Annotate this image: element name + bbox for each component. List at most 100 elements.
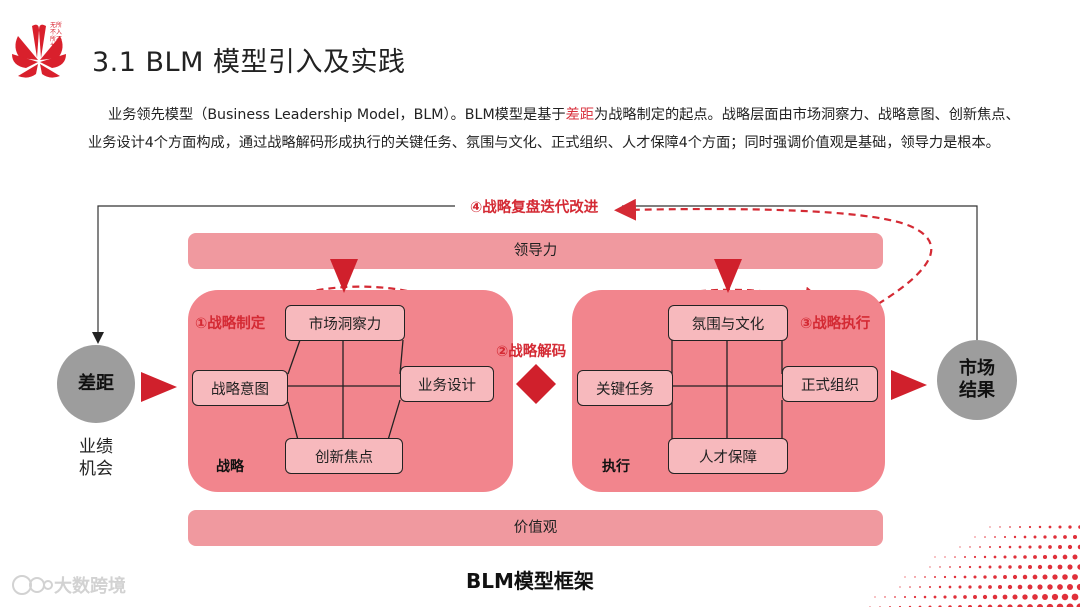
decorative-dot [1048, 525, 1052, 529]
decorative-dot [1028, 545, 1032, 549]
decorative-dot [1072, 574, 1078, 580]
decorative-dot [884, 596, 886, 598]
decorative-dot [993, 575, 997, 579]
decorative-dot [913, 595, 917, 599]
strategy-label: 战略 [216, 459, 244, 475]
decorative-dot [949, 566, 951, 568]
decorative-dot [928, 585, 932, 589]
decorative-dot [958, 565, 962, 569]
decorative-dot [1019, 526, 1021, 528]
node-market-insight: 市场洞察力 [285, 305, 405, 341]
values-bar: 价值观 [188, 510, 883, 546]
intro-text-1: 业务领先模型（Business Leadership Model，BLM）。BL… [108, 107, 566, 123]
market-circle-line1: 市场 [959, 358, 995, 379]
decorative-dot [959, 546, 961, 548]
gap-sub-label: 业绩 机会 [72, 436, 120, 480]
decorative-dot [1023, 555, 1027, 559]
market-result-circle: 市场 结果 [937, 340, 1017, 420]
decorative-dot [988, 565, 992, 569]
decorative-dot [874, 596, 876, 598]
decorative-dot [967, 604, 973, 607]
decorative-dot [984, 536, 986, 538]
decorative-dot [1068, 525, 1072, 529]
values-label: 价值观 [513, 520, 558, 536]
decorative-dot [1022, 574, 1028, 580]
watermark-logo-icon [12, 575, 53, 595]
node-strategic-intent: 战略意图 [192, 370, 288, 406]
decorative-dot [1018, 565, 1022, 569]
triangle-down-execution-icon [714, 259, 742, 293]
decorative-dot [1013, 555, 1017, 559]
decorative-dot [989, 546, 991, 548]
decorative-dot [978, 585, 982, 589]
decorative-dot [944, 556, 946, 558]
triangle-right-left-icon [141, 372, 177, 402]
gap-sub-opportunity: 机会 [79, 459, 113, 479]
decorative-dot [1037, 584, 1043, 590]
decorative-dot [1003, 555, 1007, 559]
decorative-dot [997, 584, 1003, 590]
decorative-dot [1013, 535, 1017, 539]
decorative-dot [909, 586, 911, 588]
decorative-dot [1017, 604, 1023, 607]
market-circle-line2: 结果 [959, 380, 995, 401]
decorative-dot [1033, 535, 1037, 539]
decorative-dot [973, 575, 977, 579]
decorative-dot [938, 585, 942, 589]
decorative-dot [1072, 534, 1078, 540]
decorative-dot [1061, 593, 1069, 601]
decorative-dot [1043, 535, 1047, 539]
decorative-dot [1012, 574, 1018, 580]
decorative-dot [1008, 545, 1012, 549]
decorative-dot [1047, 564, 1053, 570]
decorative-dot [1007, 604, 1013, 607]
decorative-dot [934, 576, 936, 578]
decorative-dot [1023, 535, 1027, 539]
decorative-dot [997, 604, 1003, 607]
watermark: 大数跨境 [10, 572, 126, 598]
decorative-dot [1009, 526, 1011, 528]
decorative-dot [1018, 545, 1022, 549]
diagram-caption: BLM模型框架 [466, 569, 594, 593]
decorative-dot [1063, 535, 1067, 539]
decorative-dot [963, 595, 967, 599]
decorative-dot [1071, 593, 1079, 601]
decorative-dot [1038, 545, 1042, 549]
decorative-dot [943, 595, 947, 599]
diamond-icon [516, 364, 556, 404]
decorative-dot [954, 556, 956, 558]
intro-paragraph: 业务领先模型（Business Leadership Model，BLM）。BL… [88, 101, 1028, 157]
decorative-dots [869, 525, 1080, 607]
decorative-dot [1032, 594, 1038, 600]
decorative-dot [1062, 574, 1068, 580]
decorative-dot [1017, 584, 1023, 590]
decorative-dot [1042, 554, 1048, 560]
gap-circle: 差距 [57, 345, 135, 423]
brand-logo [8, 18, 70, 88]
decorative-dot [914, 576, 916, 578]
decorative-dot [1047, 584, 1053, 590]
decorative-dot [1032, 574, 1038, 580]
decorative-dot [1027, 564, 1033, 570]
decorative-dot [974, 536, 976, 538]
decorative-dot [968, 565, 972, 569]
decorative-dot [998, 565, 1002, 569]
decorative-dot [1042, 574, 1048, 580]
logo-slogan: 无所不入所不为 [50, 22, 63, 50]
decorative-dot [1077, 564, 1080, 570]
feedback-loop-line-left [92, 205, 455, 344]
decorative-dot [899, 586, 901, 588]
decorative-dot [1052, 574, 1058, 580]
decorative-dot [989, 526, 991, 528]
decorative-dot [963, 575, 967, 579]
decorative-dot [1058, 545, 1062, 549]
decorative-dot [929, 566, 931, 568]
decorative-dot [1053, 535, 1057, 539]
decorative-dot [993, 555, 997, 559]
gap-circle-label: 差距 [78, 373, 114, 394]
decorative-dot [973, 555, 977, 559]
decorative-dot [979, 546, 981, 548]
decorative-dot [988, 585, 992, 589]
decorative-dot [1077, 544, 1080, 550]
decorative-dot [983, 555, 987, 559]
